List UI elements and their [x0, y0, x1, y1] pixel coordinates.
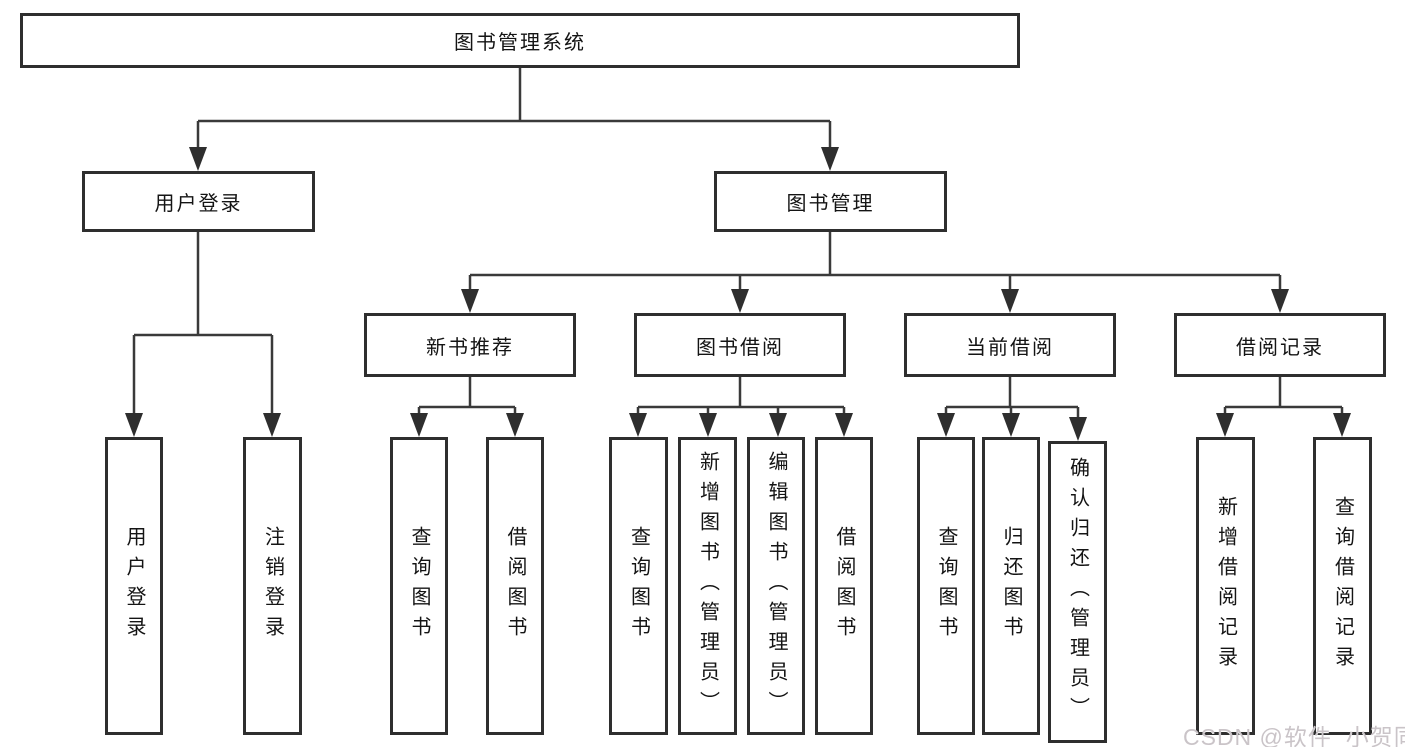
arrowhead: [821, 147, 839, 171]
arrowhead: [769, 413, 787, 437]
arrowhead: [937, 413, 955, 437]
leaf-query-books-current: 查询图书: [917, 437, 975, 735]
edge-book-borrow-to-leaves: [636, 377, 846, 418]
arrowhead: [263, 413, 281, 437]
csdn-watermark: CSDN @软件_小贺同学: [1183, 724, 1405, 747]
leaf-add-books-admin: 新增图书（管理员）: [678, 437, 737, 735]
edge-new-book-recommend-to-leaves: [417, 377, 517, 418]
arrowhead: [461, 289, 479, 313]
node-root: 图书管理系统: [20, 13, 1020, 68]
arrowhead: [699, 413, 717, 437]
arrowhead: [1069, 417, 1087, 441]
leaf-borrow-books: 借阅图书: [815, 437, 873, 735]
arrowhead: [629, 413, 647, 437]
leaf-query-books-recommend: 查询图书: [390, 437, 448, 735]
arrowhead: [1002, 413, 1020, 437]
arrowhead: [1333, 413, 1351, 437]
arrowhead: [731, 289, 749, 313]
edge-user-login-to-leaves: [132, 232, 274, 418]
edge-borrow-records-to-leaves: [1223, 377, 1344, 418]
arrowhead: [1216, 413, 1234, 437]
arrowhead: [410, 413, 428, 437]
leaf-edit-books-admin: 编辑图书（管理员）: [747, 437, 805, 735]
node-book-borrow: 图书借阅: [634, 313, 846, 377]
edge-root-to-level2: [196, 68, 832, 152]
leaf-return-books: 归还图书: [982, 437, 1040, 735]
arrowhead: [506, 413, 524, 437]
arrowhead: [189, 147, 207, 171]
leaf-logout: 注销登录: [243, 437, 302, 735]
leaf-query-borrow-record: 查询借阅记录: [1313, 437, 1372, 735]
leaf-borrow-books-recommend: 借阅图书: [486, 437, 544, 735]
leaf-query-books-borrow: 查询图书: [609, 437, 668, 735]
arrowhead: [1271, 289, 1289, 313]
edge-current-borrow-to-leaves: [944, 377, 1080, 422]
edge-book-management-to-level3: [468, 232, 1282, 294]
leaf-add-borrow-record: 新增借阅记录: [1196, 437, 1255, 735]
arrowhead: [835, 413, 853, 437]
leaf-user-login: 用户登录: [105, 437, 163, 735]
node-borrow-records: 借阅记录: [1174, 313, 1386, 377]
node-current-borrow: 当前借阅: [904, 313, 1116, 377]
node-book-management: 图书管理: [714, 171, 947, 232]
node-user-login: 用户登录: [82, 171, 315, 232]
node-new-book-recommend: 新书推荐: [364, 313, 576, 377]
leaf-confirm-return-admin: 确认归还（管理员）: [1048, 441, 1107, 743]
arrowhead: [125, 413, 143, 437]
arrowhead: [1001, 289, 1019, 313]
